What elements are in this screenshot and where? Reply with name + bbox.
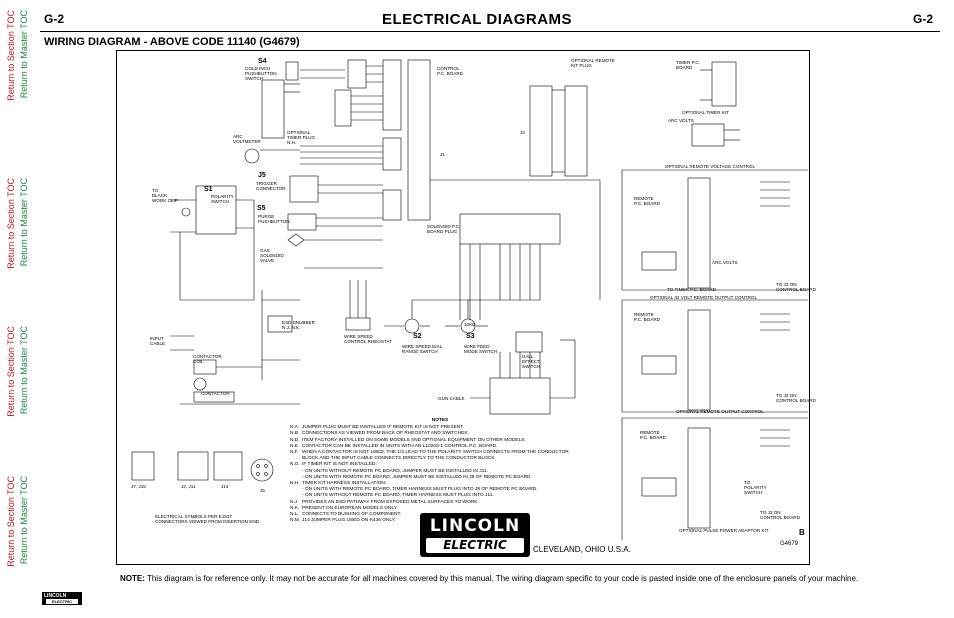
lincoln-electric-logo: LINCOLN ELECTRIC (420, 513, 530, 557)
label-optional-timer-plug: OPTIONAL TIMER PLUG N.H. (287, 130, 316, 146)
note-row: - ON UNITS WITH REMOTE PC BOARD, TIMER H… (302, 487, 538, 493)
label-optional-timer-kit: OPTIONAL TIMER KIT (682, 110, 729, 115)
label-remote-board-pulse: REMOTE P.C. BOARD (640, 430, 666, 441)
note-row: BLOCK AND THE INPUT CABLE CONNECTS DIREC… (302, 456, 496, 462)
label-to-polarity-switch: TO POLARITY SWITCH (744, 480, 767, 496)
note-row: N.E.CONTACTOR CAN BE INSTALLED IN UNITS … (290, 443, 498, 449)
revision-mark: B (799, 528, 805, 537)
note-text: This diagram is for reference only. It m… (144, 574, 859, 583)
footer-logo-lincoln: LINCOLN (44, 593, 67, 599)
wiring-diagram-frame (116, 50, 810, 565)
label-s1-desc: POLARITY SWITCH (211, 194, 234, 205)
label-s3-desc: WIRE FEED MODE SWITCH (464, 344, 498, 355)
note-row: N.B.CONNECTIONS AS VIEWED FROM BACK OF R… (290, 431, 469, 437)
label-to-j3-42v: TO J3 ON CONTROL BOARD (776, 282, 816, 293)
label-conn-j5: J5 (260, 488, 265, 493)
label-control-pc-board: CONTROL P.C. BOARD (437, 66, 463, 77)
note-row: N.J.PROVIDES AN ESD PATHWAY FROM EXPOSED… (290, 499, 479, 505)
notes-heading: NOTES (431, 418, 449, 423)
label-arc-volts-42v: ARC VOLTS (712, 260, 738, 265)
label-optional-remote-kit: OPTIONAL REMOTE KIT PLUG (571, 58, 615, 69)
label-j5: J5 (258, 172, 266, 179)
label-esd-snubber: ESD SNUBBER N.J.,N.K. (282, 320, 315, 331)
note-row: - ON UNITS WITHOUT REMOTE PC BOARD, TIME… (302, 493, 494, 499)
page-number-left: G-2 (44, 12, 65, 26)
city-text: CLEVELAND, OHIO U.S.A. (533, 545, 631, 554)
label-gas-valve: GAS SOLENOID VALVE (260, 248, 284, 264)
logo-electric-text: ELECTRIC (426, 538, 524, 553)
label-gun-cable: GUN CABLE (438, 396, 465, 401)
label-to-j3-pulse: TO J3 ON CONTROL BOARD (760, 510, 800, 521)
note-row: N.F.WHEN A CONTACTOR IS NOT USED, THE 1/… (290, 450, 569, 456)
footer-logo-electric: ELECTRIC (46, 599, 78, 604)
label-remote-board-42v: REMOTE P.C. BOARD (634, 196, 660, 207)
note-label: NOTE: (120, 574, 145, 583)
label-s5-desc: PURGE PUSHBUTTON (258, 214, 290, 225)
note-row: N.K.PRESENT ON EUROPEAN MODELS ONLY. (290, 505, 398, 511)
label-optional-pulse-kit: OPTIONAL PULSE POWER ADAPTOR KIT (679, 528, 769, 533)
footer-logo[interactable]: LINCOLN ELECTRIC (42, 592, 82, 605)
label-s4: S4 (258, 58, 267, 65)
diagram-subtitle: WIRING DIAGRAM - ABOVE CODE 11140 (G4679… (44, 36, 300, 48)
label-s3: S3 (466, 333, 475, 340)
reference-note: NOTE: This diagram is for reference only… (120, 574, 858, 583)
diagram-notes: NOTES N.A.JUMPER PLUG MUST BE INSTALLED … (290, 418, 590, 524)
label-input-cable: INPUT CABLE (150, 336, 166, 347)
label-s2-desc: WIRE SPEED DIAL RANGE SWITCH (402, 344, 443, 355)
label-arc-volts-kit: ARC VOLTS (668, 118, 694, 123)
label-to-j3-output: TO J3 ON CONTROL BOARD (776, 393, 816, 404)
note-row: N.M.J14 JUMPER PLUG USED ON K436 ONLY. (290, 518, 396, 524)
label-to-timer-board-1: TO TIMER P.C. BOARD (667, 287, 717, 292)
label-optional-remote-output: OPTIONAL REMOTE OUTPUT CONTROL (676, 409, 764, 414)
label-conn-j7-j15: J7, J15 (131, 484, 146, 489)
label-s4-desc: COLD INCH PUSHBUTTON SWITCH (245, 66, 277, 82)
note-row: - ON UNITS WITH REMOTE PC BOARD, JUMPER … (302, 474, 532, 480)
label-contactor-coil: CONTACTOR COIL (193, 354, 222, 365)
note-row: N.L.CONNECTS TO BUSHING OF COMPONENT. (290, 512, 402, 518)
label-timer-board: TIMER P.C. BOARD (676, 60, 700, 71)
label-s1: S1 (204, 186, 213, 193)
drawing-number: G4679 (780, 541, 799, 547)
logo-lincoln-text: LINCOLN (426, 517, 524, 536)
label-conn-j1: J1 (440, 152, 445, 157)
label-solenoid-pc-board: SOLENOID P.C. BOARD PLUG (427, 224, 461, 235)
label-optional-42v-remote: OPTIONAL 42 VOLT REMOTE OUTPUT CONTROL (650, 295, 758, 300)
label-conn-j2-j11: J2, J11 (181, 484, 196, 489)
note-row: N.D.ITEM FACTORY INSTALLED ON SOME MODEL… (290, 437, 526, 443)
label-conn-j3: J3 (520, 130, 525, 135)
note-row: N.A.JUMPER PLUG MUST BE INSTALLED IF REM… (290, 425, 464, 431)
note-row: N.G.IF TIMER KIT IS NOT INSTALLED: (290, 462, 377, 468)
header-rule (40, 31, 940, 32)
label-s5: S5 (257, 205, 266, 212)
note-row: N.H.TIMER KIT HARNESS INSTALLATION: (290, 481, 387, 487)
s4-connector-block (261, 79, 285, 139)
note-row: - ON UNITS WITHOUT REMOTE PC BOARD, JUMP… (302, 468, 488, 474)
label-remote-board-output: REMOTE P.C. BOARD (634, 312, 660, 323)
label-10k: 10KΩ (464, 322, 476, 327)
label-black-work-clip: TO BLACK WORK CLIP (152, 188, 178, 204)
label-arc-voltmeter: ARC VOLTMETER (233, 134, 261, 145)
label-s2: S2 (413, 333, 422, 340)
page-title: ELECTRICAL DIAGRAMS (381, 11, 573, 28)
label-rheostat: WIRE SPEED CONTROL RHEOSTAT (344, 334, 392, 345)
page-number-right: G-2 (913, 12, 934, 26)
label-optional-remote-voltage: OPTIONAL REMOTE VOLTAGE CONTROL (665, 164, 756, 169)
label-connector-caption: ELECTRICAL SYMBOLS PER E1537 CONNECTORS … (155, 514, 259, 525)
label-conn-j14: J14 (221, 484, 229, 489)
label-j5-desc: TRIGGER CONNECTOR (256, 181, 286, 192)
label-hall-effect: HALL EFFECT SWITCH (522, 354, 541, 370)
label-contactor: CONTACTOR (201, 391, 230, 396)
